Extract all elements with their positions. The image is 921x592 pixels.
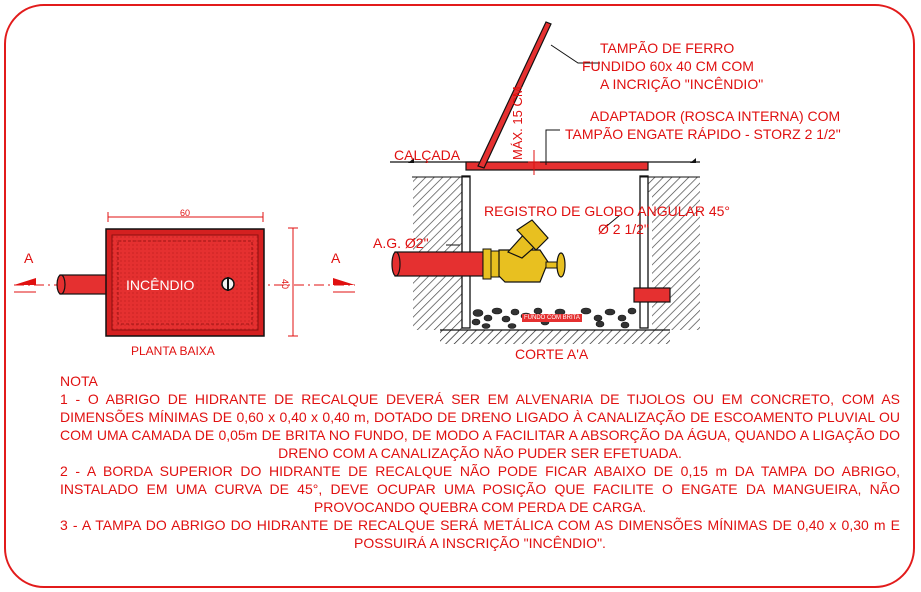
valve-label-line-2: Ø 2 1/2" xyxy=(598,221,649,237)
sidewalk-label: CALÇADA xyxy=(394,147,461,163)
adapter-label-line-1: ADAPTADOR (ROSCA INTERNA) COM xyxy=(590,108,841,124)
valve-label-line-1: REGISTRO DE GLOBO ANGULAR 45° xyxy=(484,203,730,219)
drawing-frame xyxy=(4,4,915,588)
section-marker-right: A xyxy=(331,250,341,266)
lid-inscription: INCÊNDIO xyxy=(126,277,195,293)
max-height-label: MÁX. 15 CM xyxy=(510,86,525,160)
right-wall xyxy=(639,175,649,329)
drain-pipe xyxy=(633,287,671,303)
notes-title: NOTA xyxy=(60,373,98,389)
section-marker-left: A xyxy=(24,250,34,266)
plan-view xyxy=(14,212,355,337)
plan-caption: PLANTA BAIXA xyxy=(131,344,215,358)
note-3: 3 - A TAMPA DO ABRIGO DO HIDRANTE DE REC… xyxy=(60,517,900,551)
angle-valve xyxy=(498,249,549,283)
plan-width-label: 60 xyxy=(180,208,191,218)
lid-label-line-3: A INCRIÇÃO "INCÊNDIO" xyxy=(600,76,764,92)
section-open-lid xyxy=(477,21,552,169)
section-caption: CORTE A'A xyxy=(515,346,589,362)
pipe-label: A.G. Ø2" xyxy=(373,235,429,251)
lid-label-line-2: FUNDIDO 60x 40 CM COM xyxy=(582,58,754,74)
notes-block: NOTA 1 - O ABRIGO DE HIDRANTE DE RECALQU… xyxy=(60,372,900,552)
section-lid-frame xyxy=(465,161,649,171)
plan-height-label: 40 xyxy=(280,278,291,290)
section-view xyxy=(390,21,700,344)
note-1: 1 - O ABRIGO DE HIDRANTE DE RECALQUE DEV… xyxy=(60,391,900,461)
gravel-label: FUNDO COM BRITA xyxy=(522,314,582,322)
adapter-label-line-2: TAMPÃO ENGATE RÁPIDO - STORZ 2 1/2" xyxy=(565,126,841,142)
gravel-bed xyxy=(471,307,637,329)
section-pipe xyxy=(394,251,484,277)
plan-pipe xyxy=(59,274,111,295)
note-2: 2 - A BORDA SUPERIOR DO HIDRANTE DE RECA… xyxy=(60,463,900,515)
lid-label-line-1: TAMPÃO DE FERRO xyxy=(600,40,735,56)
valve-handwheel xyxy=(556,252,566,278)
